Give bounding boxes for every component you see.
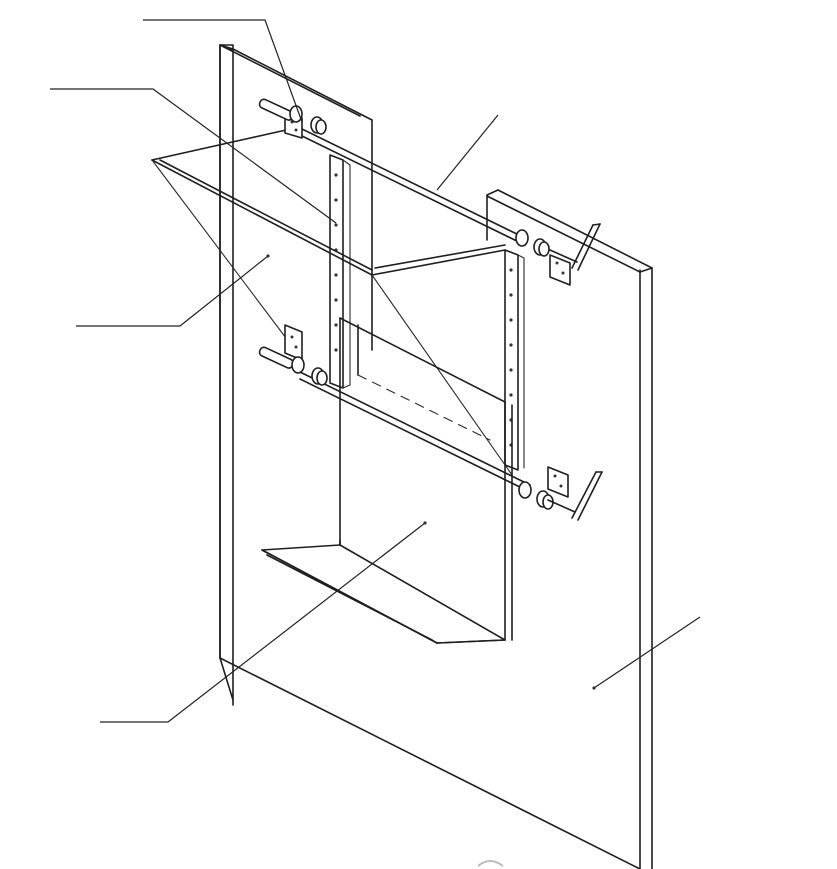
hinge-lower-left (258, 324, 328, 386)
leader-line-6 (592, 616, 701, 690)
hinge-lower-right (518, 466, 603, 521)
hinge-upper-right (515, 223, 601, 286)
lower-crossbar (299, 371, 531, 493)
leader-line-5 (100, 521, 427, 723)
leader-line-4 (76, 254, 270, 327)
upper-crossbar (299, 127, 526, 246)
right-slotted-rail (504, 249, 525, 471)
collection-tray (261, 539, 506, 644)
leader-line-1 (143, 19, 303, 123)
leader-line-3 (436, 114, 499, 191)
watermark-arc (477, 860, 504, 867)
tilted-plate (151, 127, 513, 476)
hinge-upper-left (258, 98, 327, 139)
right-post (486, 189, 653, 276)
back-board (219, 44, 653, 869)
inner-panel (339, 317, 513, 641)
leader-line-2 (50, 88, 337, 224)
